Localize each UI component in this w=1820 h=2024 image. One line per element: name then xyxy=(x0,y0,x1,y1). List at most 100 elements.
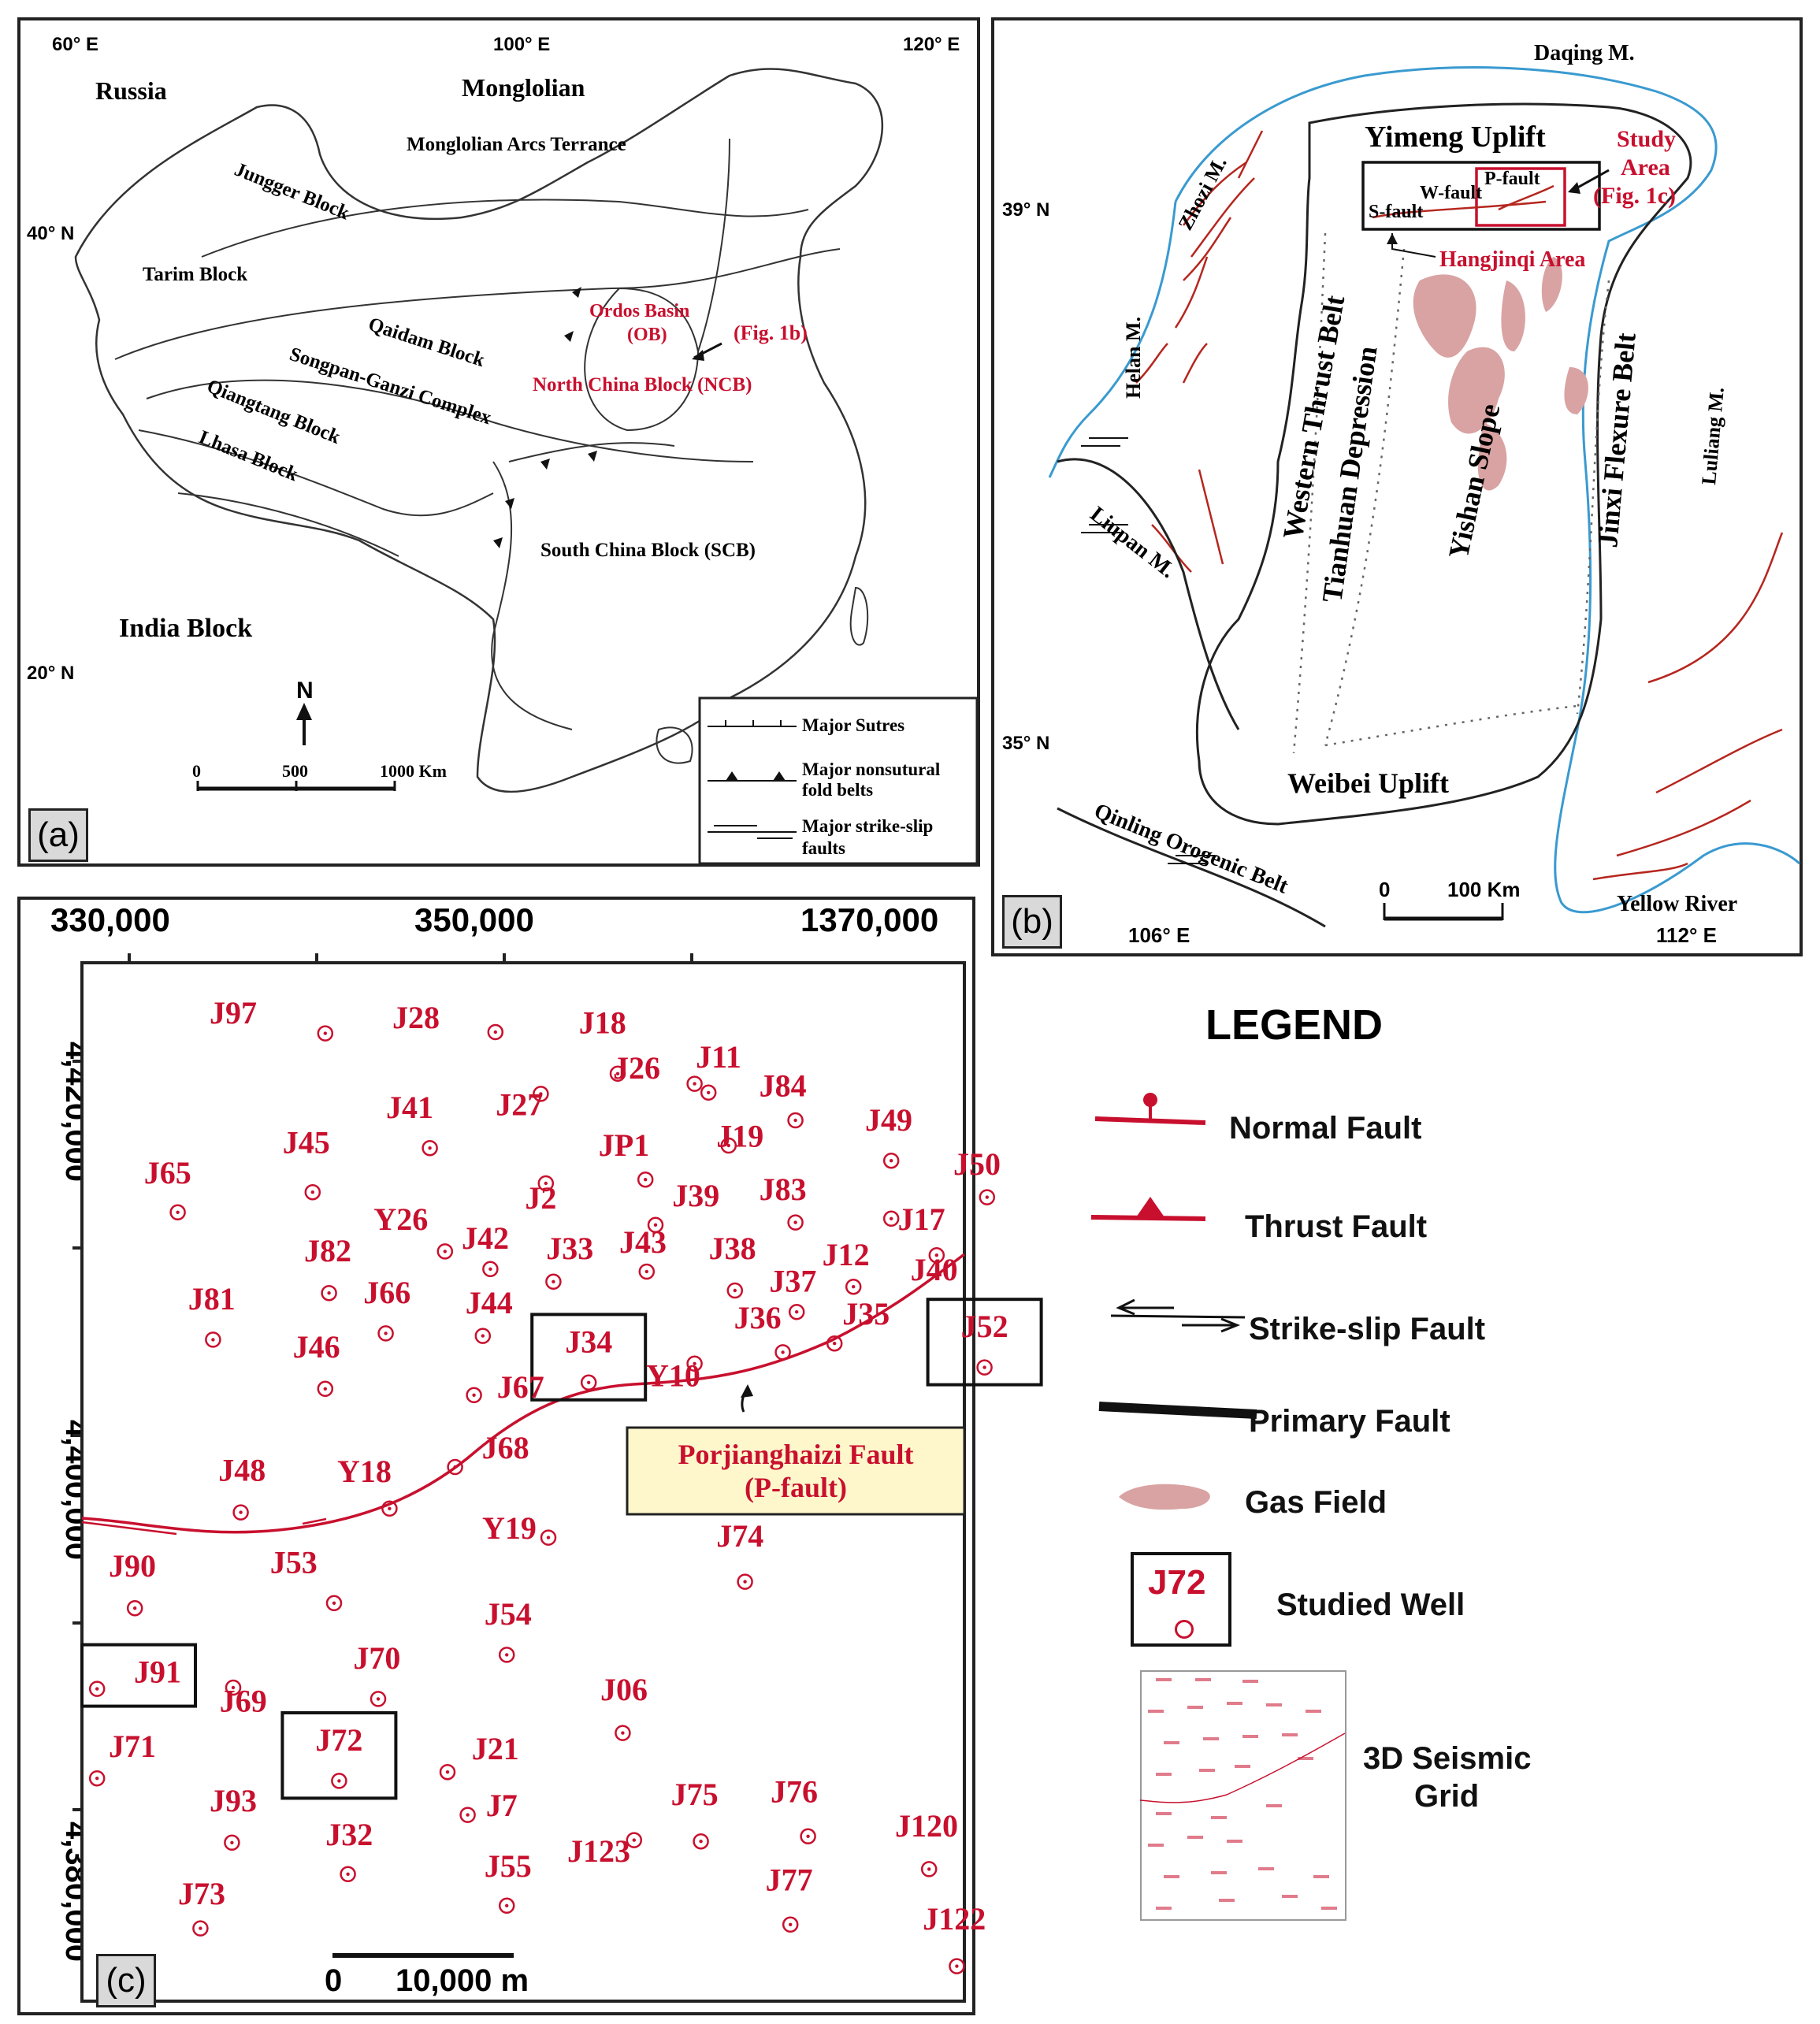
well-j77: J77 xyxy=(766,1862,813,1933)
well-marker-icon xyxy=(169,1204,186,1221)
well-j43: J43 xyxy=(619,1224,667,1280)
label-study1: Study xyxy=(1617,126,1676,152)
well-map-area: Porjianghaizi Fault (P-fault) 0 10,000 m… xyxy=(72,953,1043,2003)
label-study3: (Fig. 1c) xyxy=(1593,183,1676,209)
well-j21: J21 xyxy=(439,1731,519,1781)
well-marker-icon xyxy=(826,1335,843,1352)
well-label: J45 xyxy=(283,1125,330,1161)
well-marker-icon xyxy=(192,1920,209,1937)
well-label: J76 xyxy=(771,1774,818,1810)
well-marker-icon xyxy=(304,1183,321,1201)
scale-bar-a xyxy=(196,781,396,791)
well-j48: J48 xyxy=(218,1453,266,1521)
well-label: J34 xyxy=(565,1324,612,1359)
x-tick-1370000: 1370,000 xyxy=(800,901,938,938)
well-label: J68 xyxy=(482,1430,529,1465)
well-marker-icon xyxy=(321,1284,337,1302)
well-label: J43 xyxy=(619,1224,667,1260)
well-marker-icon xyxy=(882,1152,900,1169)
studied-well-box xyxy=(80,1643,197,1708)
well-marker-icon xyxy=(474,1328,492,1344)
ordos-basin-outline xyxy=(1196,102,1692,826)
well-marker-icon xyxy=(693,1833,709,1850)
well-label: J27 xyxy=(496,1087,543,1123)
seismic-grid-thumbnail xyxy=(1139,1670,1346,1921)
lon-label-60: 60° E xyxy=(52,34,98,55)
well-j123: J123 xyxy=(567,1832,643,1869)
well-marker-icon xyxy=(845,1278,862,1295)
label-qaidam: Qaidam Block xyxy=(366,314,487,371)
well-label: J123 xyxy=(567,1833,630,1869)
label-hangjinqi: Hangjinqi Area xyxy=(1439,247,1585,272)
well-j44: J44 xyxy=(466,1285,513,1344)
well-y18: Y18 xyxy=(337,1454,398,1517)
label-india: India Block xyxy=(119,614,252,643)
well-j41: J41 xyxy=(386,1090,438,1157)
well-marker-icon xyxy=(377,1325,394,1342)
well-j93: J93 xyxy=(210,1783,257,1851)
well-label: J53 xyxy=(270,1544,318,1580)
well-marker-icon xyxy=(782,1916,799,1933)
well-marker-icon xyxy=(439,1763,456,1781)
label-qinling: Qinling Orogenic Belt xyxy=(1090,799,1292,899)
label-lhasa: Lhasa Block xyxy=(196,427,301,486)
well-j84: J84 xyxy=(760,1068,807,1129)
studied-well-box xyxy=(530,1313,648,1402)
well-label: J37 xyxy=(769,1264,816,1299)
well-label: J67 xyxy=(497,1369,544,1405)
legend-a-fold1: Major nonsutural xyxy=(802,759,940,779)
legend-seismic-line1: 3D Seismic xyxy=(1363,1741,1532,1776)
well-marker-icon xyxy=(882,1210,900,1227)
lon-label-112: 112° E xyxy=(1656,923,1717,947)
well-j67: J67 xyxy=(466,1369,544,1405)
well-j17: J17 xyxy=(882,1201,945,1237)
label-fig1b: (Fig. 1b) xyxy=(734,321,808,344)
label-yellow-river: Yellow River xyxy=(1617,892,1737,916)
well-label: J12 xyxy=(823,1237,870,1272)
well-label: J38 xyxy=(709,1231,756,1266)
fold-belt-icon xyxy=(708,771,797,782)
well-j66: J66 xyxy=(363,1275,410,1342)
well-label: J42 xyxy=(462,1220,509,1256)
scale-a-1000: 1000 Km xyxy=(380,761,447,781)
well-label: J35 xyxy=(842,1296,890,1331)
strike-slip-icon xyxy=(708,825,797,839)
well-j71: J71 xyxy=(88,1729,156,1787)
well-label: J11 xyxy=(696,1039,741,1075)
studied-well-icon: J72 xyxy=(1131,1552,1231,1647)
well-marker-icon xyxy=(88,1680,106,1697)
well-jp1: JP1 xyxy=(599,1127,654,1188)
well-j52: J52 xyxy=(926,1298,1043,1387)
well-y19: Y19 xyxy=(482,1510,557,1546)
well-marker-icon xyxy=(774,1344,791,1361)
lon-label-100: 100° E xyxy=(493,34,550,55)
well-j32: J32 xyxy=(325,1817,373,1883)
well-j83: J83 xyxy=(760,1172,807,1231)
well-marker-icon xyxy=(737,1573,753,1590)
well-marker-icon xyxy=(466,1387,482,1404)
legend-strike-slip: Strike-slip Fault xyxy=(1249,1312,1486,1346)
legend-normal-fault: Normal Fault xyxy=(1229,1111,1422,1146)
well-j19: J19 xyxy=(716,1119,763,1154)
legend-primary-fault: Primary Fault xyxy=(1249,1404,1450,1439)
well-marker-icon xyxy=(580,1374,597,1391)
legend-thrust-fault: Thrust Fault xyxy=(1245,1209,1428,1244)
well-label: J77 xyxy=(766,1862,813,1898)
well-marker-icon xyxy=(686,1355,703,1372)
label-study2: Area xyxy=(1621,154,1670,180)
well-marker-icon xyxy=(317,1025,334,1042)
well-j75: J75 xyxy=(671,1777,719,1850)
well-marker-icon xyxy=(381,1500,398,1517)
well-label: J54 xyxy=(485,1596,532,1632)
well-j35: J35 xyxy=(826,1296,890,1352)
well-label: J50 xyxy=(953,1146,1001,1182)
well-marker-icon xyxy=(638,1263,656,1280)
well-label: J28 xyxy=(392,1000,440,1035)
well-j2: J2 xyxy=(525,1175,556,1216)
well-marker-icon xyxy=(920,1861,938,1877)
well-j68: J68 xyxy=(447,1430,529,1476)
well-label: J06 xyxy=(600,1672,648,1707)
label-ob: (OB) xyxy=(627,325,667,345)
well-j81: J81 xyxy=(188,1281,236,1348)
study-area-box xyxy=(1475,167,1566,227)
